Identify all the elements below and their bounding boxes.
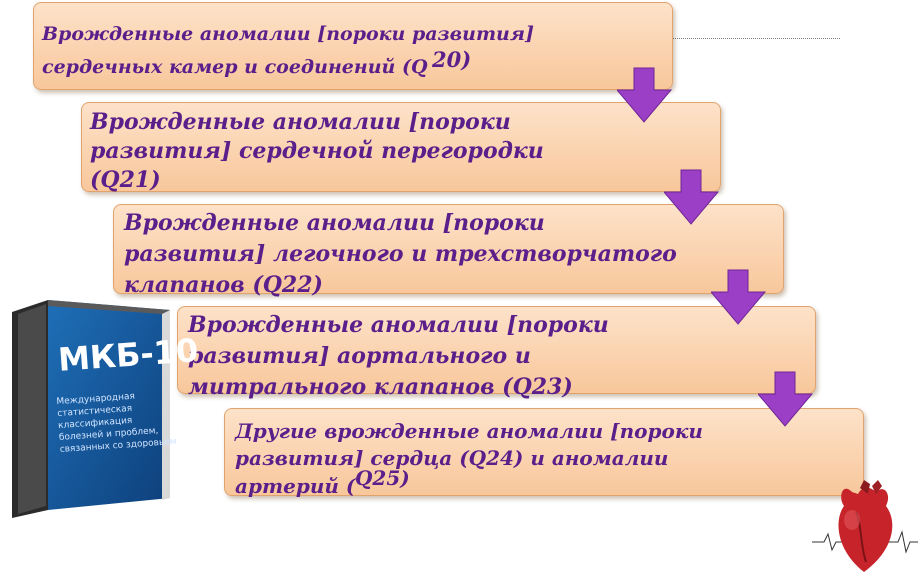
book-icon (12, 300, 170, 518)
step-5-line-3: артерий ( (235, 474, 356, 498)
step-5-line-2: развития] сердца (Q24) и аномалии (235, 446, 669, 470)
arrow-down-icon (664, 169, 720, 225)
step-5-code: Q25) (355, 466, 410, 490)
step-box-3 (113, 204, 784, 294)
step-1-code: 20) (432, 47, 472, 72)
step-2-text: Врожденные аномалии [пороки развития] се… (90, 109, 544, 193)
arrow-down-icon (758, 371, 814, 427)
step-1-line-2: сердечных камер и соединений (Q (42, 56, 428, 78)
arrow-down-icon (617, 67, 673, 123)
dotted-connector-line (672, 38, 840, 39)
step-box-4 (177, 306, 816, 394)
step-3-text: Врожденные аномалии [пороки развития] ле… (124, 210, 677, 298)
step-box-2 (81, 102, 721, 192)
step-4-text: Врожденные аномалии [пороки развития] ао… (188, 312, 609, 400)
arrow-down-icon (711, 269, 767, 325)
step-box-1 (33, 2, 673, 90)
heart-icon (812, 480, 918, 572)
step-5-line-1: Другие врожденные аномалии [пороки (235, 419, 703, 443)
book-subtitle: Международная статистическая классификац… (56, 391, 177, 456)
step-box-5 (224, 408, 864, 496)
step-1-line-1: Врожденные аномалии [пороки развития] (42, 23, 534, 45)
